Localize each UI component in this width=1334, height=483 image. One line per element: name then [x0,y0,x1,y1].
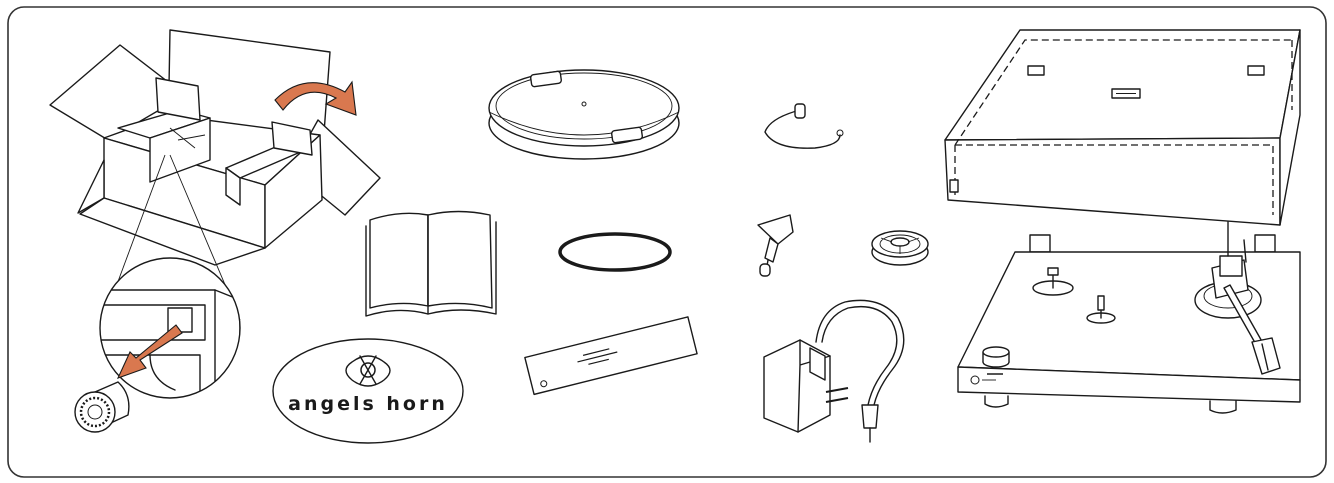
front-logo-icon [970,375,980,385]
platter-spindle-hole [581,101,587,107]
hinge-slot [1027,65,1045,76]
dust-cover [944,29,1301,226]
foot-icon [1209,400,1237,414]
drive-belt [558,232,672,272]
mat-logo-text: angels horn [288,393,448,415]
foot-icon [984,395,1009,408]
counterweight-string [764,103,844,149]
pull-out-arrow-icon [116,324,183,379]
platter-slot [610,126,644,144]
hinge-icon [1029,234,1051,253]
speed-knob [74,381,130,433]
zoom-detail [74,257,241,433]
box-front-flap [79,197,266,266]
hinge-icon [1254,234,1276,253]
box-front-flap-left [77,159,105,214]
packing-box [49,29,381,331]
headshell-key [757,214,794,277]
platter [488,69,680,160]
platter-slot [529,70,563,88]
power-adapter [763,299,905,443]
hinge-slot [1247,65,1265,76]
headshell [1251,337,1281,375]
turntable [957,221,1301,414]
instruction-manual [365,210,497,317]
adapter-45 [871,230,929,266]
angels-horn-logo-icon [345,355,391,387]
protractor-card [524,316,698,396]
logo-mat: angels horn [272,338,464,444]
open-flap-arrow-icon [274,80,357,116]
